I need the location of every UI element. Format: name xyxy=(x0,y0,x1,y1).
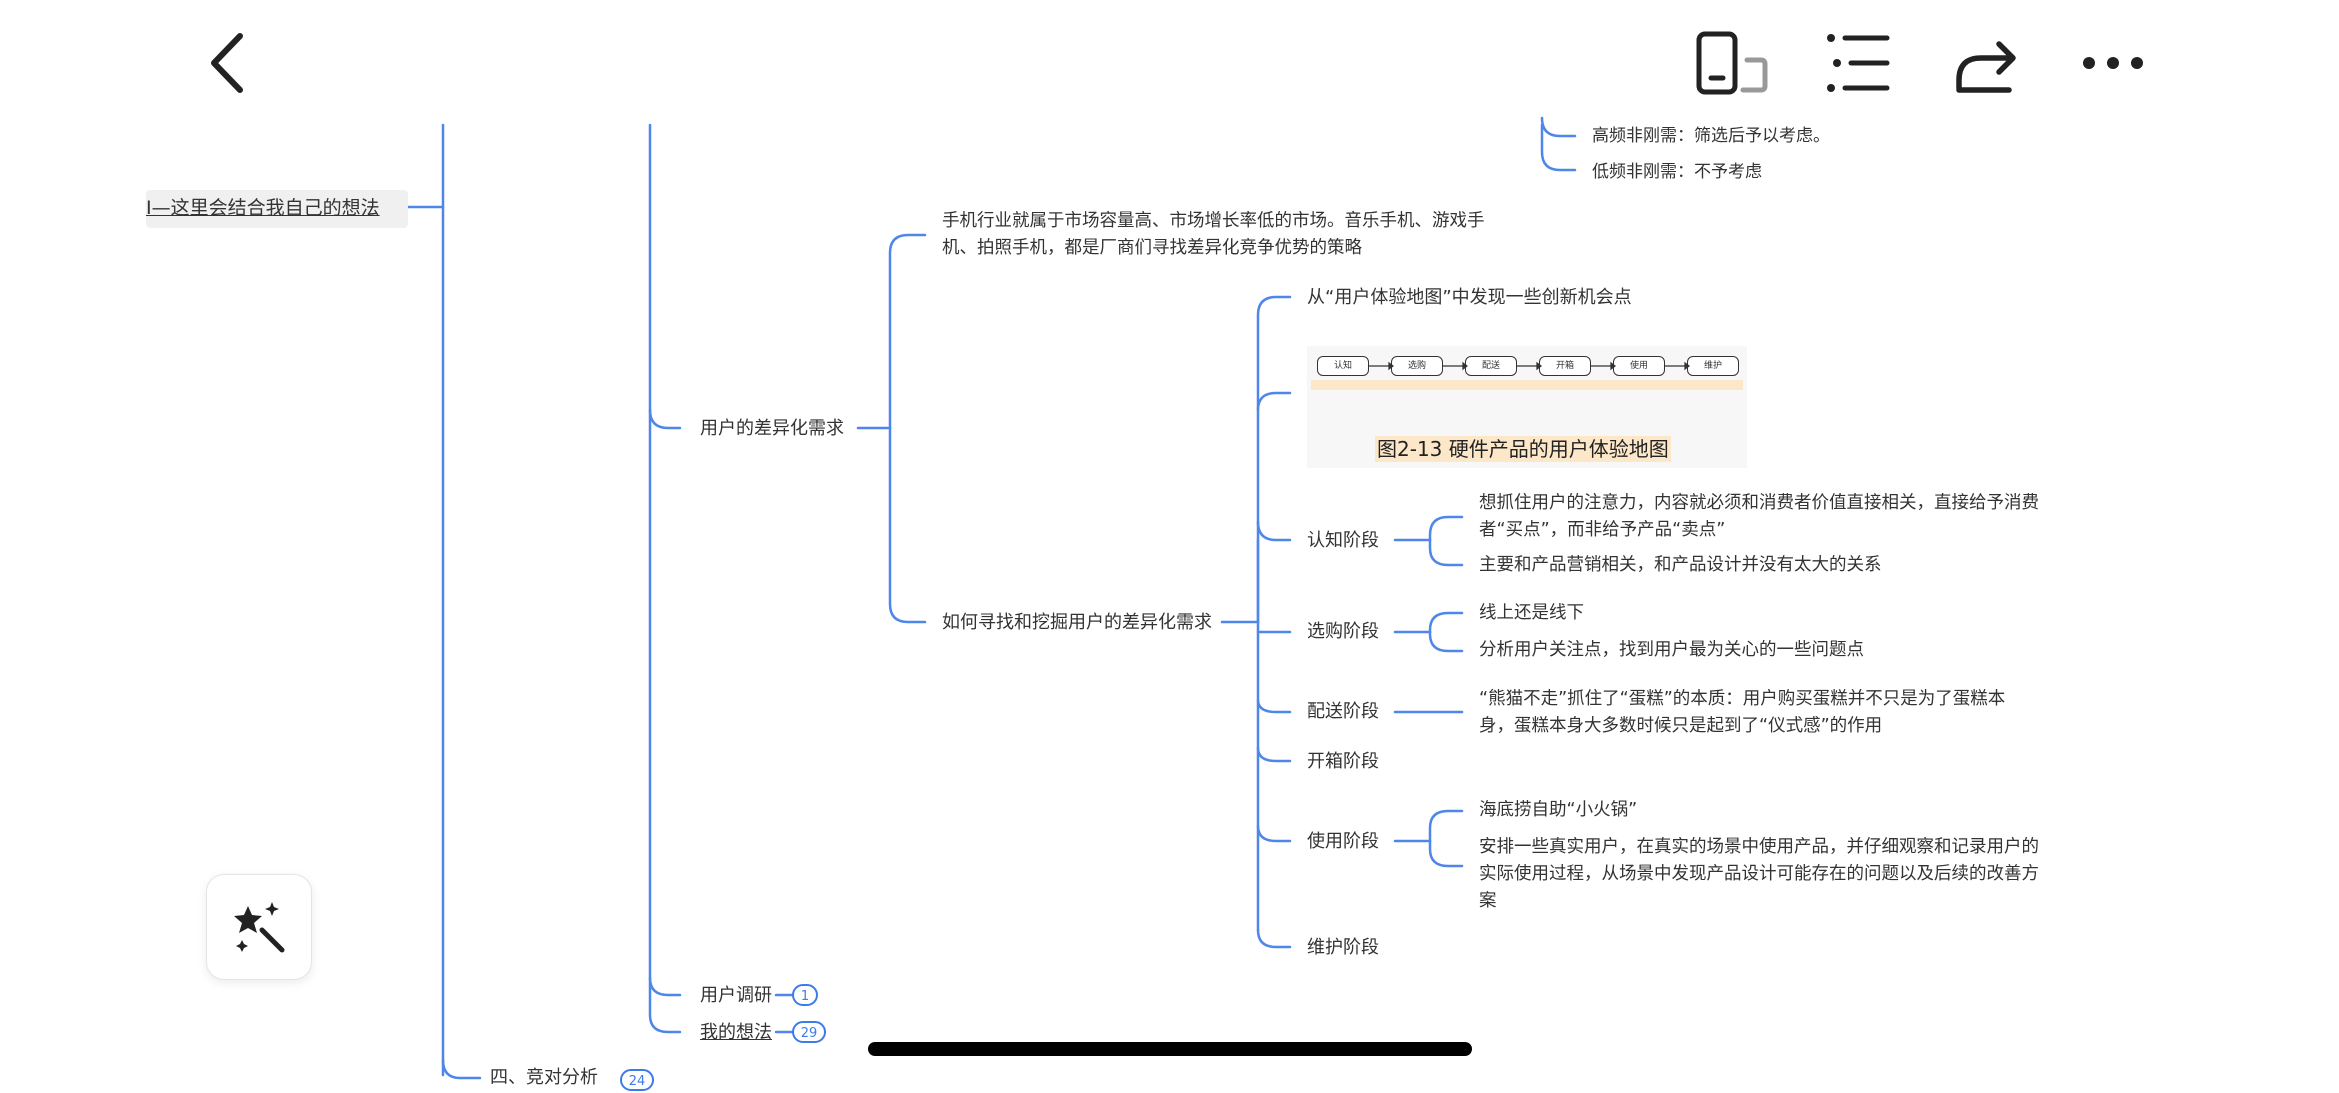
node-diff-need[interactable]: 用户的差异化需求 xyxy=(700,418,844,439)
node-awareness-2[interactable]: 主要和产品营销相关，和产品设计并没有太大的关系 xyxy=(1479,555,1882,575)
node-freq-high[interactable]: 高频非刚需：筛选后予以考虑。 xyxy=(1592,126,1830,146)
figure-journey-map[interactable]: 认知 选购 配送 开箱 使用 维护 图2-13 硬件产品的用户体验地图 xyxy=(1307,346,1747,468)
node-freq-low[interactable]: 低频非刚需：不予考虑 xyxy=(1592,162,1762,182)
node-stage-unboxing[interactable]: 开箱阶段 xyxy=(1307,751,1379,772)
flow-step: 维护 xyxy=(1687,356,1739,376)
node-how-to-find[interactable]: 如何寻找和挖掘用户的差异化需求 xyxy=(942,612,1212,633)
node-stage-usage[interactable]: 使用阶段 xyxy=(1307,831,1379,852)
node-my-thoughts[interactable]: 我的想法 xyxy=(700,1022,772,1043)
node-usage-1[interactable]: 海底捞自助“小火锅” xyxy=(1479,800,1638,820)
child-count-badge[interactable]: 1 xyxy=(792,984,818,1006)
node-awareness-1[interactable]: 想抓住用户的注意力，内容就必须和消费者价值直接相关，直接给予消费者“买点”，而非… xyxy=(1479,493,2039,540)
more-horizontal-icon xyxy=(2083,57,2143,69)
figure-highlight-band xyxy=(1311,380,1743,390)
flow-step: 使用 xyxy=(1613,356,1665,376)
child-count-badge[interactable]: 29 xyxy=(792,1021,826,1043)
topic-left-node[interactable]: I—这里会结合我自己的想法 xyxy=(146,190,408,228)
node-user-research[interactable]: 用户调研 xyxy=(700,985,772,1006)
node-selection-1[interactable]: 线上还是线下 xyxy=(1479,603,1584,623)
flow-step: 认知 xyxy=(1317,356,1369,376)
node-section-four[interactable]: 四、竞对分析 xyxy=(490,1067,598,1088)
node-stage-awareness[interactable]: 认知阶段 xyxy=(1307,530,1379,551)
child-count-badge[interactable]: 24 xyxy=(620,1069,654,1091)
ai-magic-button[interactable] xyxy=(206,874,312,980)
back-button[interactable] xyxy=(200,30,250,96)
magic-wand-icon xyxy=(234,902,285,953)
share-icon xyxy=(1956,41,2016,93)
share-button[interactable] xyxy=(1955,30,2021,96)
device-rotate-icon xyxy=(1696,31,1768,95)
node-stage-selection[interactable]: 选购阶段 xyxy=(1307,621,1379,642)
list-icon xyxy=(1827,34,1890,92)
node-stage-maintenance[interactable]: 维护阶段 xyxy=(1307,937,1379,958)
flow-arrows xyxy=(1369,361,1690,371)
chevron-left-icon xyxy=(211,33,243,93)
figure-caption: 图2-13 硬件产品的用户体验地图 xyxy=(1375,436,1671,462)
outline-button[interactable] xyxy=(1825,32,1891,94)
home-indicator[interactable] xyxy=(868,1042,1472,1056)
node-market-note[interactable]: 手机行业就属于市场容量高、市场增长率低的市场。音乐手机、游戏手机、拍照手机，都是… xyxy=(942,211,1485,258)
node-stage-delivery[interactable]: 配送阶段 xyxy=(1307,701,1379,722)
topic-left-label: I—这里会结合我自己的想法 xyxy=(146,197,380,219)
more-button[interactable] xyxy=(2080,50,2146,76)
node-delivery-1[interactable]: “熊猫不走”抓住了“蛋糕”的本质：用户购买蛋糕并不只是为了蛋糕本身，蛋糕本身大多… xyxy=(1479,689,2006,736)
node-usage-2[interactable]: 安排一些真实用户，在真实的场景中使用产品，并仔细观察和记录用户的实际使用过程，从… xyxy=(1479,837,2039,911)
device-mode-button[interactable] xyxy=(1695,30,1769,96)
node-selection-2[interactable]: 分析用户关注点，找到用户最为关心的一些问题点 xyxy=(1479,640,1864,660)
node-journey-map[interactable]: 从“用户体验地图”中发现一些创新机会点 xyxy=(1307,287,1632,308)
